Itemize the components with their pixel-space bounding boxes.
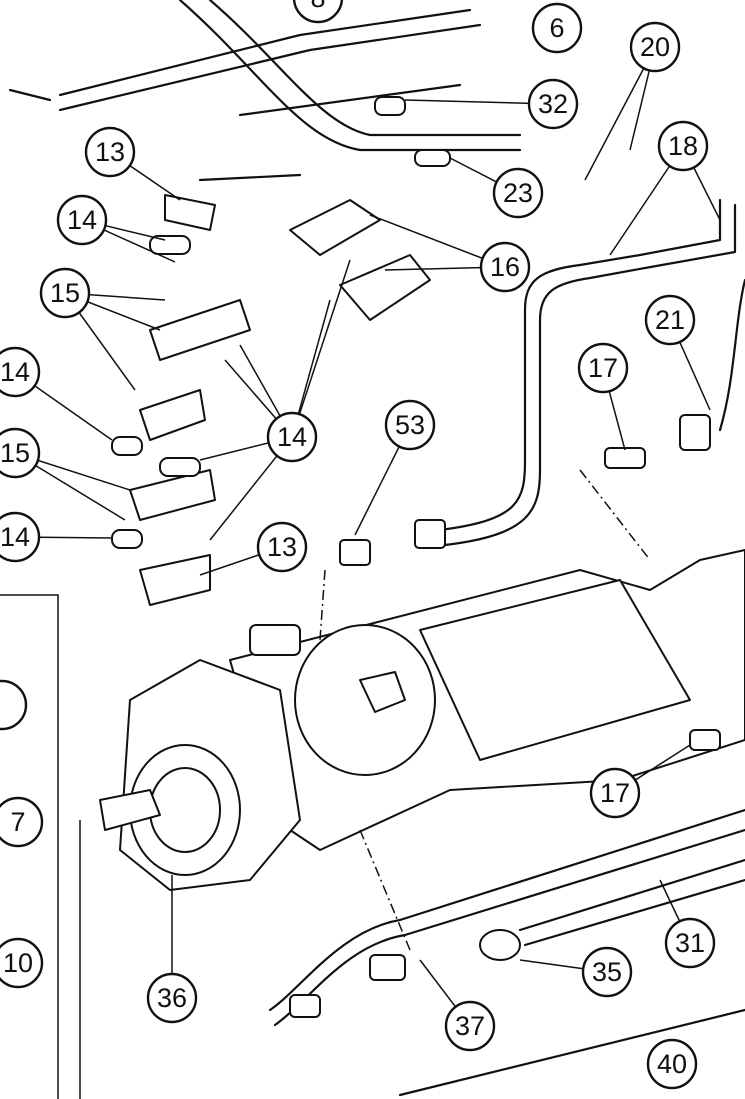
callout-number: 16 xyxy=(490,252,520,282)
callout-number: 53 xyxy=(395,410,425,440)
callout-17: 17 xyxy=(577,342,629,394)
callout-number: 13 xyxy=(267,532,297,562)
callout-circle xyxy=(577,342,629,394)
callout-number: 17 xyxy=(588,353,618,383)
callout-circle xyxy=(657,120,709,172)
callout-7: 7 xyxy=(0,796,44,848)
callout-15: 15 xyxy=(39,267,91,319)
callout-number: 20 xyxy=(640,32,670,62)
callout-number: 6 xyxy=(549,13,564,43)
callout-31: 31 xyxy=(664,917,716,969)
callout-14: 14 xyxy=(56,194,108,246)
callout-circle xyxy=(444,1000,496,1052)
callout-23: 23 xyxy=(492,167,544,219)
callout-8: 8 xyxy=(292,0,344,24)
callout-circle xyxy=(479,241,531,293)
callout-number: 37 xyxy=(455,1011,485,1041)
callout-14: 14 xyxy=(0,346,41,398)
callout-number: 23 xyxy=(503,178,533,208)
callout-circle xyxy=(266,411,318,463)
callout-40: 40 xyxy=(646,1038,698,1090)
callout-number: 32 xyxy=(538,89,568,119)
callout-number: 14 xyxy=(0,522,30,552)
callout-circle xyxy=(384,399,436,451)
callout-number: 14 xyxy=(0,357,30,387)
callout-circle xyxy=(0,511,41,563)
callout-circle xyxy=(0,679,28,731)
callout-circle xyxy=(646,1038,698,1090)
callout-circle xyxy=(0,796,44,848)
callout-number: 14 xyxy=(277,422,307,452)
callout-14: 14 xyxy=(266,411,318,463)
callout-16: 16 xyxy=(479,241,531,293)
callout-number: 7 xyxy=(10,807,25,837)
callout-number: 31 xyxy=(675,928,705,958)
callout-13: 13 xyxy=(84,126,136,178)
callout-21: 21 xyxy=(644,294,696,346)
callout-unlabeled xyxy=(0,679,28,731)
callout-15: 15 xyxy=(0,427,41,479)
return-lines xyxy=(268,808,745,1097)
pump-body xyxy=(99,549,745,891)
callout-circle xyxy=(0,427,41,479)
callout-circle xyxy=(581,946,633,998)
callout-number: 40 xyxy=(657,1049,687,1079)
callout-number: 13 xyxy=(95,137,125,167)
injection-lines xyxy=(8,0,522,182)
callout-circle xyxy=(146,972,198,1024)
small-parts xyxy=(111,96,721,1018)
callout-circle xyxy=(256,521,308,573)
callout-circle xyxy=(629,21,681,73)
callout-13: 13 xyxy=(256,521,308,573)
callout-number: 15 xyxy=(50,278,80,308)
callout-18: 18 xyxy=(657,120,709,172)
callout-number: 17 xyxy=(600,778,630,808)
callout-circle xyxy=(589,767,641,819)
callout-35: 35 xyxy=(581,946,633,998)
callout-10: 10 xyxy=(0,937,44,989)
callout-circle xyxy=(0,937,44,989)
callout-circle xyxy=(292,0,344,24)
callout-circle xyxy=(527,78,579,130)
callout-circle xyxy=(492,167,544,219)
callouts: 8 6 20 32 18 13 23 14 16 15 21 17 14 53 14 15 14 13 17 7 31 1… xyxy=(0,0,716,1090)
callout-circle xyxy=(56,194,108,246)
callout-circle xyxy=(84,126,136,178)
callout-6: 6 xyxy=(531,2,583,54)
callout-circle xyxy=(644,294,696,346)
callout-14: 14 xyxy=(0,511,41,563)
callout-number: 18 xyxy=(668,131,698,161)
leader-line xyxy=(291,259,351,438)
frame-and-centerlines xyxy=(0,469,651,1099)
callout-17: 17 xyxy=(589,767,641,819)
callout-20: 20 xyxy=(629,21,681,73)
callout-53: 53 xyxy=(384,399,436,451)
callout-37: 37 xyxy=(444,1000,496,1052)
callout-circle xyxy=(531,2,583,54)
callout-number: 8 xyxy=(310,0,325,13)
callout-number: 10 xyxy=(3,948,33,978)
callout-circle xyxy=(664,917,716,969)
callout-circle xyxy=(39,267,91,319)
leak-off-pipe xyxy=(438,198,745,547)
callout-number: 35 xyxy=(592,957,622,987)
callout-36: 36 xyxy=(146,972,198,1024)
callout-number: 15 xyxy=(0,438,30,468)
callout-number: 14 xyxy=(67,205,97,235)
callout-number: 36 xyxy=(157,983,187,1013)
callout-circle xyxy=(0,346,41,398)
callout-32: 32 xyxy=(527,78,579,130)
callout-number: 21 xyxy=(655,305,685,335)
